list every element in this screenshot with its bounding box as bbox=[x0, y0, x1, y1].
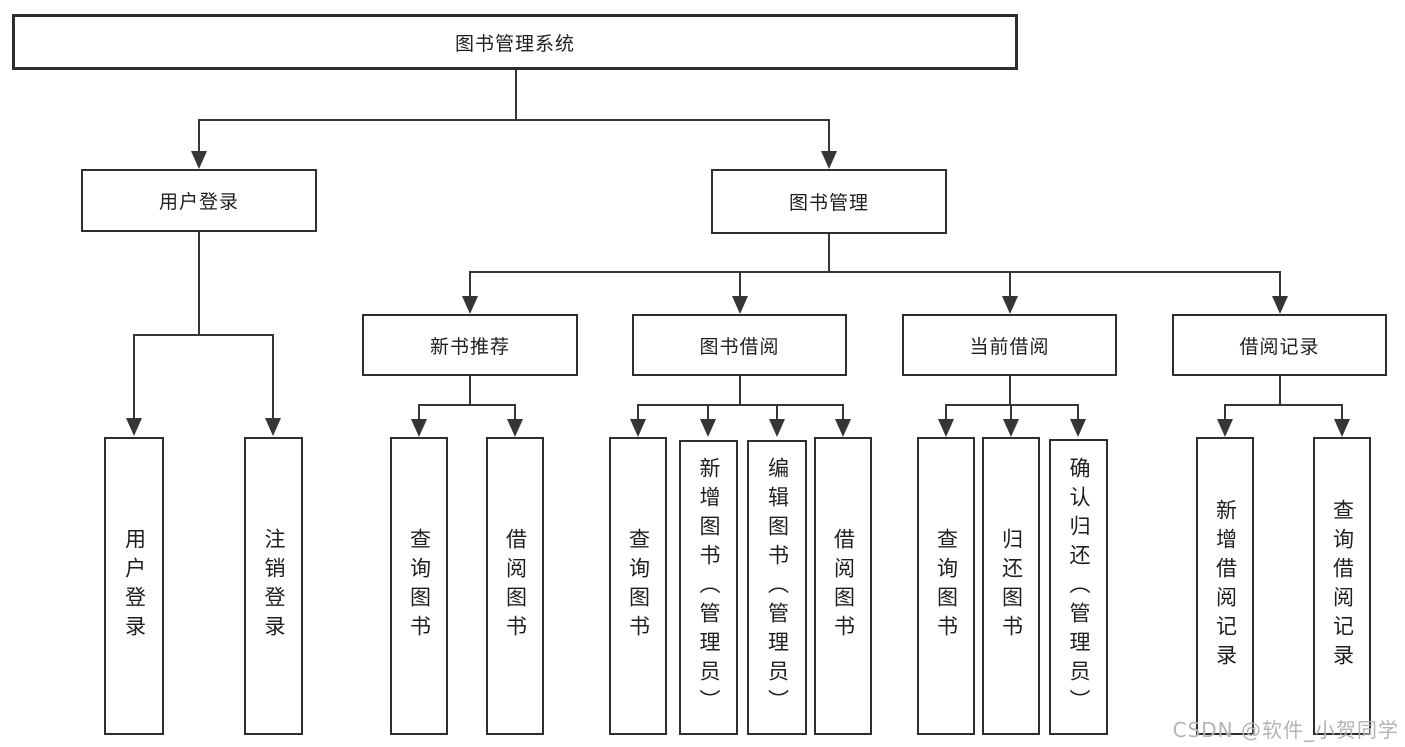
leaf-label: 借阅图书 bbox=[503, 528, 528, 644]
connector-drop-leaf bbox=[637, 404, 639, 422]
leaf-label: 查询图书 bbox=[626, 528, 651, 644]
leaf-query-borrow-record: 查询借阅记录 bbox=[1313, 437, 1371, 735]
node-current-borrow-label: 当前借阅 bbox=[969, 335, 1050, 358]
node-book-management-label: 图书管理 bbox=[788, 192, 869, 214]
arrow-down-icon bbox=[411, 419, 427, 437]
connector-drop-leaf bbox=[418, 404, 420, 422]
node-user-login: 用户登录 bbox=[81, 169, 317, 232]
node-root-label: 图书管理系统 bbox=[454, 32, 575, 55]
leaf-label: 归还图书 bbox=[999, 528, 1024, 644]
arrow-down-icon bbox=[1003, 419, 1019, 437]
leaf-label: 注销登录 bbox=[262, 528, 286, 644]
leaf-edit-books-admin: 编辑图书（管理员） bbox=[747, 440, 807, 735]
connector-rail bbox=[945, 404, 1079, 406]
leaf-borrow-books-recommend: 借阅图书 bbox=[486, 437, 544, 735]
node-new-book-recommend-label: 新书推荐 bbox=[429, 335, 510, 358]
leaf-label: 查询借阅记录 bbox=[1330, 499, 1355, 673]
connector-stem bbox=[469, 376, 471, 406]
connector-book-management-stem bbox=[828, 234, 830, 273]
connector-drop-leaf bbox=[842, 404, 844, 422]
node-new-book-recommend: 新书推荐 bbox=[362, 314, 578, 376]
leaf-query-books-recommend: 查询图书 bbox=[390, 437, 448, 735]
leaf-return-books: 归还图书 bbox=[982, 437, 1040, 735]
leaf-label: 查询图书 bbox=[934, 528, 959, 644]
arrow-down-icon bbox=[630, 419, 646, 437]
connector-drop-leaf bbox=[945, 404, 947, 422]
leaf-query-books-current: 查询图书 bbox=[917, 437, 975, 735]
arrow-down-icon bbox=[700, 419, 716, 437]
node-book-management: 图书管理 bbox=[711, 169, 947, 234]
node-root: 图书管理系统 bbox=[12, 14, 1018, 70]
arrow-down-icon bbox=[1217, 419, 1233, 437]
connector-user-login-stem bbox=[198, 232, 200, 336]
node-user-login-label: 用户登录 bbox=[158, 191, 239, 213]
connector-drop-leaf bbox=[514, 404, 516, 422]
leaf-user-login: 用户登录 bbox=[104, 437, 164, 735]
connector-drop-book-management bbox=[828, 119, 830, 153]
leaf-label: 借阅图书 bbox=[831, 528, 856, 644]
node-borrow-records: 借阅记录 bbox=[1172, 314, 1387, 376]
arrow-down-icon bbox=[1334, 419, 1350, 437]
arrow-down-icon bbox=[1002, 296, 1018, 314]
connector-drop-level3 bbox=[1279, 271, 1281, 298]
leaf-label: 编辑图书（管理员） bbox=[765, 457, 790, 718]
arrow-down-icon bbox=[191, 151, 207, 169]
connector-rail bbox=[637, 404, 844, 406]
connector-stem bbox=[739, 376, 741, 406]
node-current-borrow: 当前借阅 bbox=[902, 314, 1117, 376]
connector-root-rail bbox=[198, 119, 830, 121]
connector-root-stem bbox=[515, 70, 517, 121]
leaf-label: 查询图书 bbox=[407, 528, 432, 644]
connector-drop-leaf bbox=[776, 404, 778, 422]
connector-drop-level3 bbox=[1009, 271, 1011, 298]
arrow-down-icon bbox=[821, 151, 837, 169]
leaf-label: 用户登录 bbox=[122, 528, 147, 644]
leaf-add-borrow-record: 新增借阅记录 bbox=[1196, 437, 1254, 735]
connector-user-login-rail bbox=[133, 334, 274, 336]
leaf-confirm-return-admin: 确认归还（管理员） bbox=[1049, 439, 1108, 735]
connector-drop-level3 bbox=[739, 271, 741, 298]
connector-drop-leaf bbox=[272, 334, 274, 419]
connector-rail bbox=[1224, 404, 1342, 406]
node-borrow-records-label: 借阅记录 bbox=[1239, 335, 1320, 358]
leaf-logout: 注销登录 bbox=[244, 437, 303, 735]
arrow-down-icon bbox=[938, 419, 954, 437]
connector-drop-user-login bbox=[198, 119, 200, 153]
arrow-down-icon bbox=[1272, 296, 1288, 314]
leaf-label: 确认归还（管理员） bbox=[1067, 456, 1091, 718]
connector-drop-leaf bbox=[1010, 404, 1012, 422]
connector-stem bbox=[1009, 376, 1011, 406]
connector-drop-leaf bbox=[1224, 404, 1226, 422]
csdn-watermark: CSDN @软件_小贺同学 bbox=[1172, 718, 1399, 742]
arrow-down-icon bbox=[126, 418, 142, 436]
node-book-borrow-label: 图书借阅 bbox=[699, 335, 780, 358]
leaf-label: 新增图书（管理员） bbox=[697, 457, 721, 718]
arrow-down-icon bbox=[835, 419, 851, 437]
arrow-down-icon bbox=[1070, 419, 1086, 437]
arrow-down-icon bbox=[265, 418, 281, 436]
connector-stem bbox=[1279, 376, 1281, 406]
leaf-add-books-admin: 新增图书（管理员） bbox=[679, 440, 738, 735]
leaf-borrow-books: 借阅图书 bbox=[814, 437, 872, 735]
arrow-down-icon bbox=[732, 296, 748, 314]
arrow-down-icon bbox=[769, 419, 785, 437]
leaf-label: 新增借阅记录 bbox=[1213, 499, 1238, 673]
connector-drop-leaf bbox=[707, 404, 709, 422]
arrow-down-icon bbox=[462, 296, 478, 314]
connector-book-management-rail bbox=[469, 271, 1281, 273]
connector-drop-leaf bbox=[133, 334, 135, 419]
node-book-borrow: 图书借阅 bbox=[632, 314, 847, 376]
arrow-down-icon bbox=[507, 419, 523, 437]
leaf-query-books-borrow: 查询图书 bbox=[609, 437, 667, 735]
connector-rail bbox=[418, 404, 516, 406]
connector-drop-leaf bbox=[1341, 404, 1343, 422]
connector-drop-leaf bbox=[1077, 404, 1079, 422]
connector-drop-level3 bbox=[469, 271, 471, 298]
